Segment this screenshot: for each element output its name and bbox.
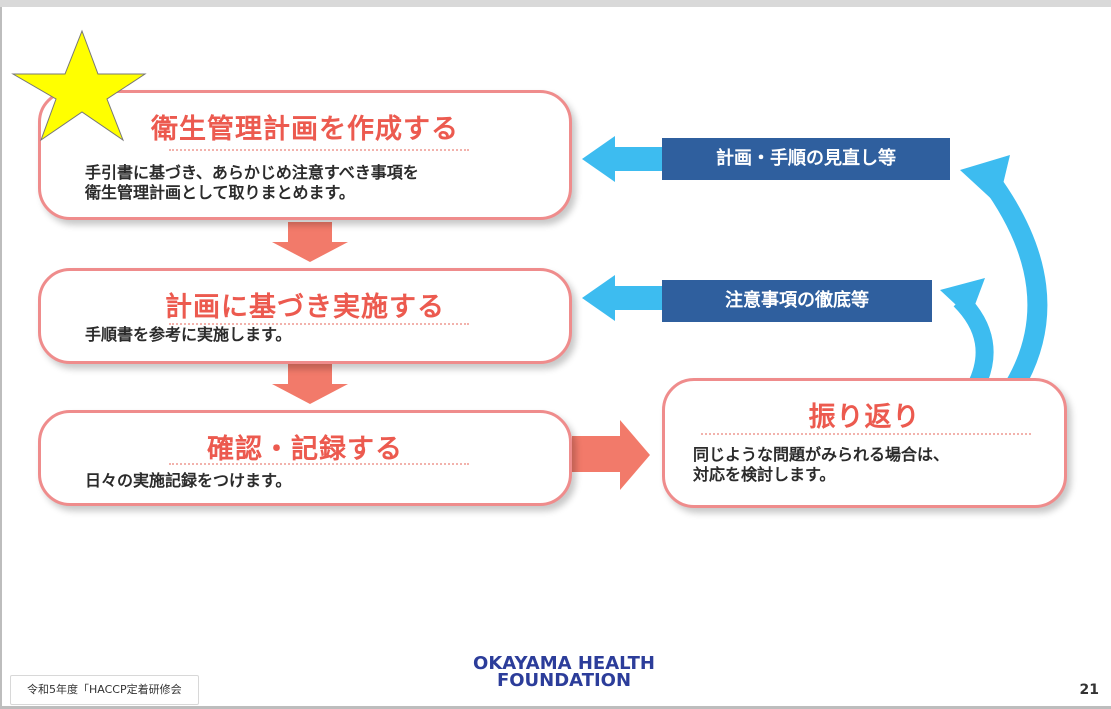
down-arrow-2: [272, 364, 348, 404]
down-arrow-1: [272, 222, 348, 262]
step-title-review: 振り返り: [808, 402, 921, 433]
step-box-record: 確認・記録する 日々の実施記録をつけます。: [38, 410, 572, 506]
curved-arrow-outer: [960, 155, 1048, 391]
logo-line-2: FOUNDATION: [496, 670, 632, 691]
step-text-record: 日々の実施記録をつけます。: [85, 471, 292, 490]
left-border: [0, 7, 2, 709]
left-arrow-caution: [582, 275, 663, 321]
step-box-review: 振り返り 同じような問題がみられる場合は、 対応を検討します。: [662, 378, 1067, 508]
label-plan-revision: 計画・手順の見直し等: [662, 138, 950, 180]
step-text-plan-line2: 衛生管理計画として取りまとめます。: [85, 183, 355, 202]
title-underline: [701, 433, 1031, 435]
label-caution-thoroughness: 注意事項の徹底等: [662, 280, 932, 322]
bottom-border: [0, 706, 1111, 709]
step-text-implement: 手順書を参考に実施します。: [85, 325, 292, 344]
title-underline: [169, 323, 469, 325]
step-title-plan: 衛生管理計画を作成する: [151, 114, 459, 145]
step-box-implement: 計画に基づき実施する 手順書を参考に実施します。: [38, 268, 572, 364]
logo-line-1: OKAYAMA HEALTH: [473, 653, 655, 674]
curved-arrow-inner: [940, 278, 994, 393]
foundation-logo: OKAYAMA HEALTH FOUNDATION: [430, 653, 698, 691]
page-number: 21: [1079, 682, 1099, 698]
step-box-plan: 衛生管理計画を作成する 手引書に基づき、あらかじめ注意すべき事項を 衛生管理計画…: [38, 90, 572, 220]
left-arrow-plan-revision: [582, 136, 663, 182]
footer-event-label: 令和5年度「HACCP定着研修会: [10, 675, 199, 705]
step-text-review-line2: 対応を検討します。: [693, 465, 836, 484]
step-text-review-line1: 同じような問題がみられる場合は、: [693, 445, 950, 464]
top-bar: [0, 0, 1111, 7]
step-text-plan-line1: 手引書に基づき、あらかじめ注意すべき事項を: [85, 163, 419, 182]
title-underline: [169, 463, 469, 465]
step-title-record: 確認・記録する: [207, 434, 403, 465]
star-icon: [11, 29, 147, 142]
right-arrow: [572, 420, 650, 490]
step-title-implement: 計画に基づき実施する: [165, 292, 445, 323]
title-underline: [169, 149, 469, 151]
